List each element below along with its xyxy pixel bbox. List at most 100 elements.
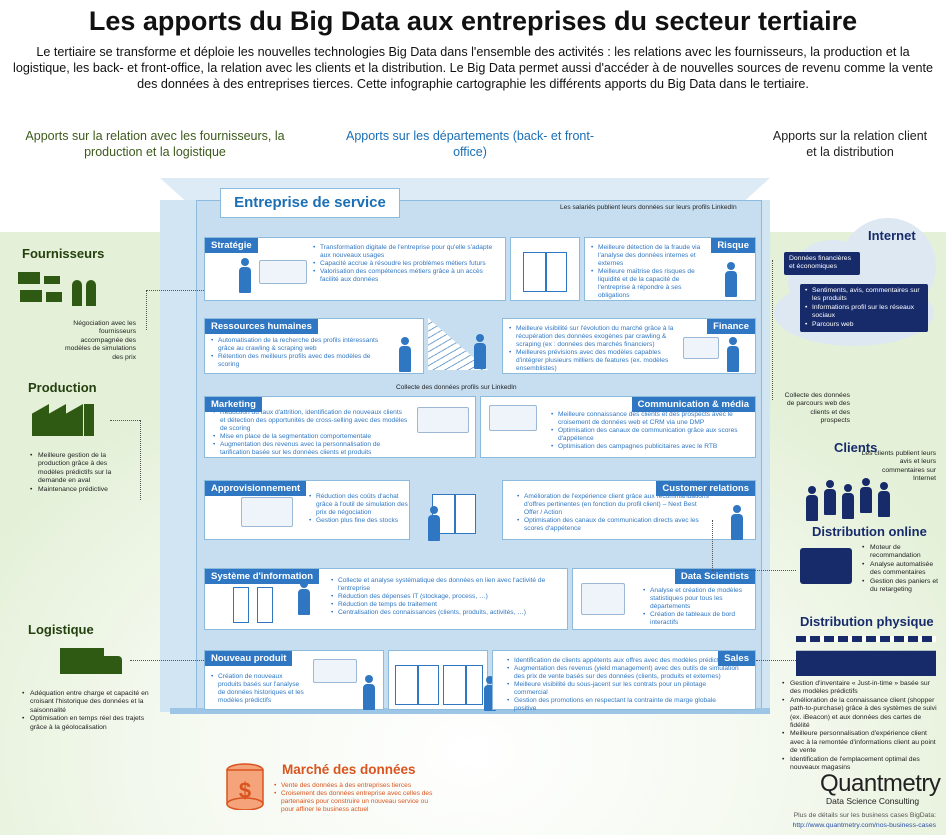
- marketing-list: Réduction du taux d'attrition, identific…: [213, 409, 409, 457]
- list-item: Optimisation des canaux de communication…: [551, 427, 751, 443]
- list-item: Amélioration de l'expérience client grâc…: [517, 493, 713, 517]
- list-item: Informations profil sur les réseaux soci…: [805, 304, 923, 321]
- risque-list: Meilleure détection de la fraude via l'a…: [591, 244, 711, 300]
- list-item: Croisement des données entreprise avec c…: [274, 790, 434, 814]
- connector-line: [146, 290, 204, 291]
- financial-data-box: Données financières et économiques: [784, 252, 860, 275]
- list-item: Création de nouveaux produits basés sur …: [211, 673, 307, 705]
- truck-icon: [60, 648, 104, 674]
- person-icon: [428, 506, 440, 541]
- more-details-text: Plus de détails sur les business cases B…: [793, 812, 936, 819]
- marche-title: Marché des données: [282, 762, 416, 777]
- finance-list: Meilleure visibilité sur l'évolution du …: [509, 325, 679, 373]
- list-item: Optimisation en temps réel des trajets g…: [22, 715, 158, 732]
- collecte-text: Collecte des données de parcours web des…: [784, 392, 850, 425]
- person-icon: [727, 337, 739, 372]
- panel-datasci: Data Scientists Analyse et création de m…: [572, 568, 756, 630]
- person-icon: [824, 480, 836, 515]
- chimney-icon: [84, 404, 94, 436]
- person-icon: [860, 478, 872, 513]
- list-item: Meilleures prévisions avec des modèles c…: [509, 349, 679, 373]
- panel-title: Communication & média: [631, 397, 755, 412]
- connector-line: [712, 520, 713, 570]
- linkedin-top-label: Les salariés publient leurs données sur …: [560, 204, 737, 211]
- list-item: Centralisation des connaissances (client…: [331, 609, 563, 617]
- truck-icon: [44, 276, 60, 284]
- connector-line: [146, 290, 147, 330]
- logo-tagline: Data Science Consulting: [826, 796, 920, 806]
- building-left-wall: [160, 200, 200, 712]
- approvisionnement-list: Réduction des coûts d'achat grâce à l'ou…: [309, 493, 409, 525]
- list-item: Valorisation des compétences métiers grâ…: [313, 268, 499, 284]
- web-data-box: Sentiments, avis, commentaires sur les p…: [800, 284, 928, 333]
- connector-line: [130, 660, 204, 661]
- person-icon: [725, 262, 737, 297]
- truck-icon: [18, 272, 40, 284]
- list-item: Création de tableaux de bord interactifs: [643, 611, 755, 627]
- list-item: Meilleure détection de la fraude via l'a…: [591, 244, 711, 268]
- list-item: Vente des données à des entreprises tier…: [274, 782, 434, 790]
- svg-text:$: $: [239, 778, 251, 803]
- person-icon: [363, 675, 375, 710]
- list-item: Augmentation des revenus avec la personn…: [213, 441, 409, 457]
- list-item: Sentiments, avis, commentaires sur les p…: [805, 287, 923, 304]
- list-item: Capacité accrue à résoudre les problèmes…: [313, 260, 499, 268]
- building-base: [170, 708, 770, 714]
- datasci-list: Analyse et création de modèles statistiq…: [643, 587, 755, 627]
- panel-title: Data Scientists: [674, 569, 755, 584]
- footer-link[interactable]: http://www.quantmetry.com/nos-business-c…: [792, 822, 936, 829]
- list-item: Adéquation entre charge et capacité en c…: [22, 690, 158, 715]
- list-item: Réduction des coûts d'achat grâce à l'ou…: [309, 493, 409, 517]
- list-item: Automatisation de la recherche des profi…: [211, 337, 381, 353]
- list-item: Transformation digitale de l'entreprise …: [313, 244, 499, 260]
- list-item: Collecte et analyse systématique des don…: [331, 577, 563, 593]
- internet-title: Internet: [868, 228, 916, 243]
- online-title: Distribution online: [812, 524, 927, 539]
- elevator-icon: [523, 252, 567, 292]
- panel-title: Approvisionnement: [205, 481, 307, 496]
- analytics-screen: [417, 407, 469, 433]
- clients-title: Clients: [834, 440, 878, 455]
- customer-list: Amélioration de l'expérience client grâc…: [517, 493, 713, 533]
- connector-line: [712, 570, 796, 571]
- production-title: Production: [28, 380, 97, 395]
- server-icon: [257, 587, 273, 623]
- elevator-hall: [510, 237, 580, 301]
- list-item: Maintenance prédictive: [30, 486, 130, 495]
- panel-title: Nouveau produit: [205, 651, 293, 666]
- coin-stack-icon: $: [226, 763, 264, 810]
- truck-icon: [20, 290, 42, 302]
- factory-icon: [32, 404, 83, 436]
- panel-title: Risque: [711, 238, 755, 253]
- truck-icon: [46, 292, 62, 302]
- elevator-icon: [443, 665, 483, 705]
- list-item: Gestion d'inventaire « Just-in-time » ba…: [782, 680, 940, 697]
- strategie-list: Transformation digitale de l'entreprise …: [313, 244, 499, 284]
- person-icon: [86, 280, 96, 306]
- panel-title: Stratégie: [205, 238, 258, 253]
- panel-rh: Ressources humaines Automatisation de la…: [204, 318, 424, 374]
- list-item: Réduction de temps de traitement: [331, 601, 563, 609]
- si-list: Collecte et analyse systématique des don…: [331, 577, 563, 617]
- server-icon: [233, 587, 249, 623]
- person-icon: [72, 280, 82, 306]
- connector-line: [756, 660, 796, 661]
- panel-finance: Finance Meilleure visibilité sur l'évolu…: [502, 318, 756, 374]
- list-item: Gestion des paniers et du retargeting: [862, 578, 940, 595]
- dashboard-screen: [259, 260, 307, 284]
- person-icon: [298, 580, 310, 615]
- list-item: Parcours web: [805, 321, 923, 330]
- column-heading-right: Apports sur la relation client et la dis…: [772, 129, 928, 159]
- elevator-hall-bottom: [388, 650, 488, 710]
- panel-title: Finance: [707, 319, 755, 334]
- whiteboard-icon: [313, 659, 357, 683]
- marche-list: Vente des données à des entreprises tier…: [274, 782, 434, 814]
- panel-si: Système d'information Collecte et analys…: [204, 568, 568, 630]
- production-list: Meilleure gestion de la production grâce…: [30, 452, 130, 494]
- rh-list: Automatisation de la recherche des profi…: [211, 337, 381, 369]
- list-item: Identification de l'emplacement optimal …: [782, 756, 940, 773]
- connector-line: [140, 420, 141, 500]
- person-icon: [806, 486, 818, 521]
- panel-title: Système d'information: [205, 569, 320, 584]
- communication-list: Meilleure connaissance des clients et de…: [551, 411, 751, 451]
